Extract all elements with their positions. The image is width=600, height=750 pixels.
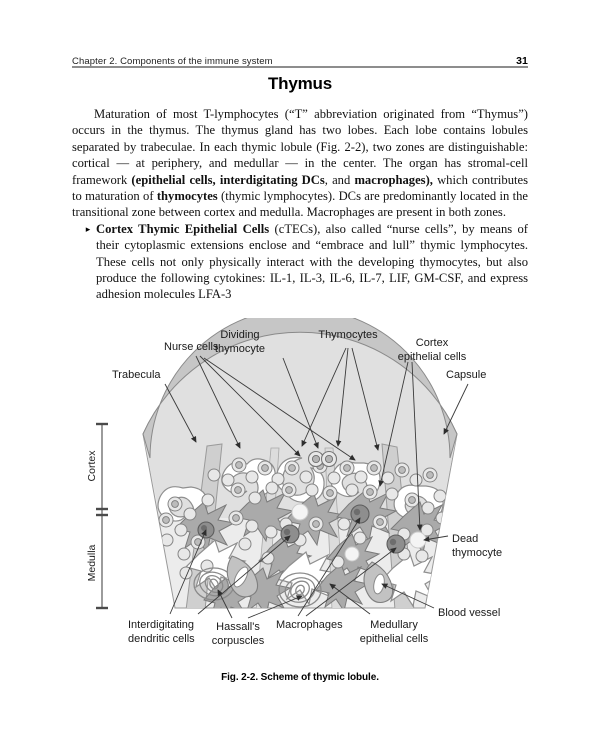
leader-dividing-thymocyte — [282, 357, 319, 449]
leader-nurse-1 — [195, 355, 241, 449]
capsule-band — [142, 318, 458, 459]
leader-thymocytes-3 — [351, 347, 380, 451]
running-head: Chapter 2. Components of the immune syst… — [72, 45, 528, 67]
zone-scale-bar — [96, 422, 108, 610]
macrophage-2 — [350, 504, 370, 524]
leader-capsule — [443, 383, 469, 435]
label-dividing-thymocyte-line2: thymocyte — [215, 343, 265, 355]
page-title: Thymus — [268, 74, 332, 93]
leader-nurse-3 — [203, 357, 356, 461]
leader-hassall-1 — [217, 589, 233, 619]
label-trabecula: Trabecula — [112, 369, 161, 381]
leader-nurse-2 — [199, 355, 301, 457]
leader-thymocytes-1 — [301, 347, 347, 447]
label-medullary-line2: epithelial cells — [360, 633, 429, 645]
label-capsule: Capsule — [446, 369, 486, 381]
leader-macrophages-1 — [297, 517, 361, 617]
label-hassalls-line2: corpuscles — [212, 635, 265, 647]
page-number: 31 — [516, 55, 528, 67]
label-dead-thymocyte-line1: Dead — [452, 533, 478, 545]
leader-blood-vessel — [381, 583, 435, 609]
leader-idc-1 — [169, 529, 207, 615]
leader-cortex-epi-2 — [411, 361, 423, 531]
label-interdigitating-line2: dendritic cells — [128, 633, 195, 645]
zone-label-medulla: Medulla — [86, 544, 98, 581]
leader-dead-thymocyte — [423, 535, 449, 542]
figure-thymic-lobule: Cortex Medulla — [0, 318, 600, 718]
header-rule — [72, 66, 528, 68]
medulla-grey-cell-2 — [315, 563, 370, 609]
leader-trabecula — [164, 383, 197, 443]
leader-idc-2 — [197, 535, 291, 615]
label-thymocytes: Thymocytes — [318, 329, 378, 341]
label-hassalls-line1: Hassall's — [216, 621, 260, 633]
thymic-lobule-diagram: Cortex Medulla — [86, 318, 502, 647]
label-cortex-epithelial-line1: Cortex — [416, 337, 449, 349]
bullet-item-text: Cortex Thymic Epithelial Cells (cTECs), … — [96, 221, 528, 302]
leader-medullary-epi — [329, 583, 371, 615]
dead-thymocyte-marker — [409, 531, 427, 549]
body-text: Maturation of most T-lymphocytes (“T” ab… — [72, 106, 528, 303]
macrophage-1 — [280, 524, 300, 544]
zone-label-cortex: Cortex — [86, 450, 98, 482]
label-medullary-line1: Medullary — [370, 619, 418, 631]
label-cortex-epithelial-line2: epithelial cells — [398, 351, 467, 363]
leader-macrophages-2 — [305, 547, 397, 617]
figure-labels-group: Trabecula Nurse cells Dividing thymocyte… — [112, 329, 502, 647]
label-macrophages: Macrophages — [276, 619, 343, 631]
bullet-item-ctec: ▸ Cortex Thymic Epithelial Cells (cTECs)… — [72, 221, 528, 303]
paragraph-1: Maturation of most T-lymphocytes (“T” ab… — [72, 107, 528, 220]
label-interdigitating-line1: Interdigitating — [128, 619, 194, 631]
label-dead-thymocyte-line2: thymocyte — [452, 547, 502, 559]
running-head-text: Chapter 2. Components of the immune syst… — [72, 56, 273, 67]
dead-thymocytes-group — [291, 503, 427, 562]
label-nurse-cells: Nurse cells — [164, 341, 219, 353]
bullet-marker-icon: ▸ — [85, 223, 91, 234]
leader-cortex-epi-1 — [378, 361, 409, 487]
leader-lines-group — [164, 347, 469, 619]
label-dividing-thymocyte-line1: Dividing — [220, 329, 259, 341]
leader-thymocytes-2 — [335, 347, 349, 447]
dividing-thymocytes-group — [307, 450, 338, 468]
leader-hassall-2 — [247, 595, 303, 619]
hassalls-corpuscle-2 — [278, 572, 322, 608]
macrophage-4 — [386, 534, 406, 554]
label-blood-vessel: Blood vessel — [438, 607, 500, 619]
figure-caption: Fig. 2-2. Scheme of thymic lobule. — [221, 672, 379, 683]
